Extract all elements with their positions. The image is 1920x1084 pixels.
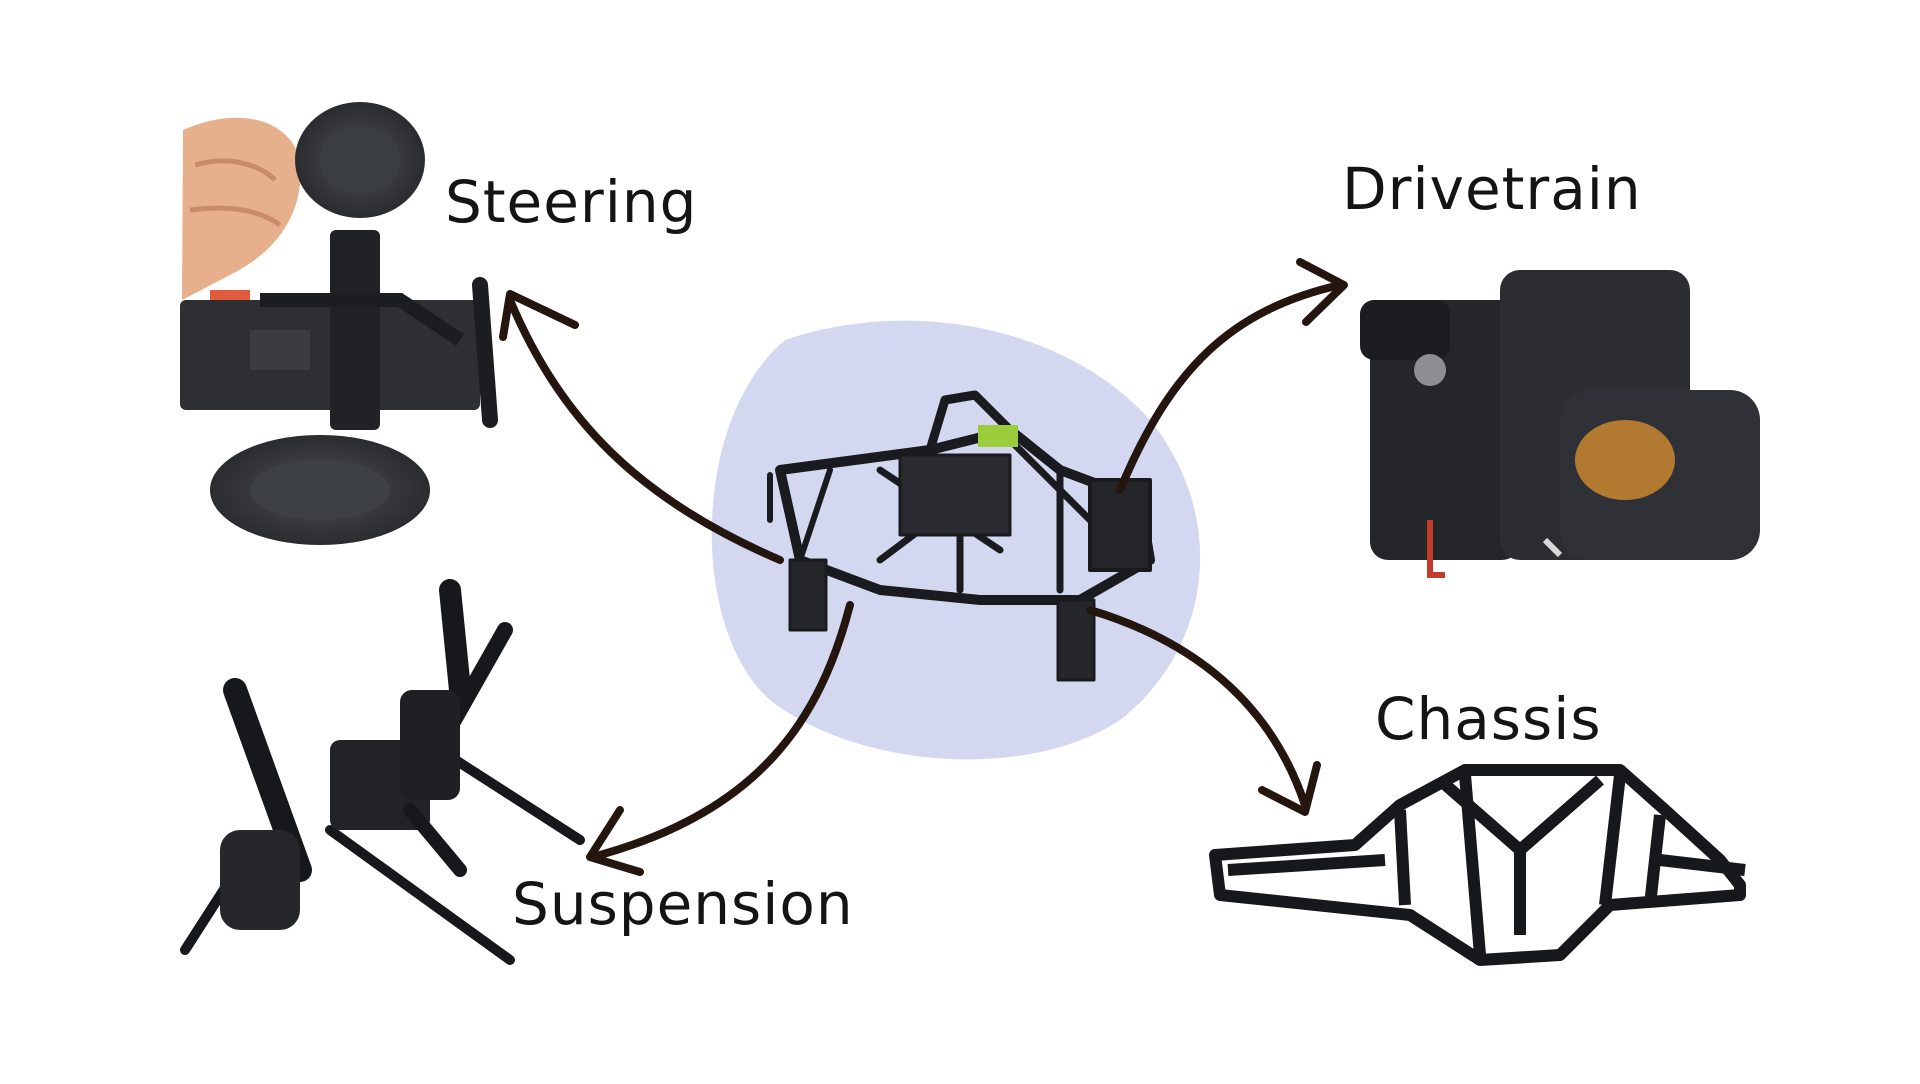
suspension-image bbox=[180, 579, 585, 965]
arrow-head-steering bbox=[499, 290, 579, 341]
label-chassis: Chassis bbox=[1375, 685, 1602, 753]
arrow-to-steering bbox=[506, 296, 784, 564]
arrows bbox=[499, 258, 1348, 876]
arrow-to-chassis bbox=[1086, 606, 1309, 809]
chassis-image bbox=[1209, 764, 1746, 966]
label-suspension: Suspension bbox=[512, 870, 854, 938]
arrow-head-chassis bbox=[1258, 761, 1321, 816]
arrow-head-drivetrain bbox=[1296, 258, 1348, 326]
arrow-head-suspension bbox=[586, 806, 644, 876]
label-drivetrain: Drivetrain bbox=[1342, 155, 1642, 223]
arrow-to-drivetrain bbox=[1116, 281, 1344, 494]
drivetrain-image bbox=[1360, 270, 1760, 578]
steering-image bbox=[180, 102, 498, 545]
arrow-to-suspension bbox=[596, 601, 854, 859]
label-steering: Steering bbox=[445, 168, 698, 236]
